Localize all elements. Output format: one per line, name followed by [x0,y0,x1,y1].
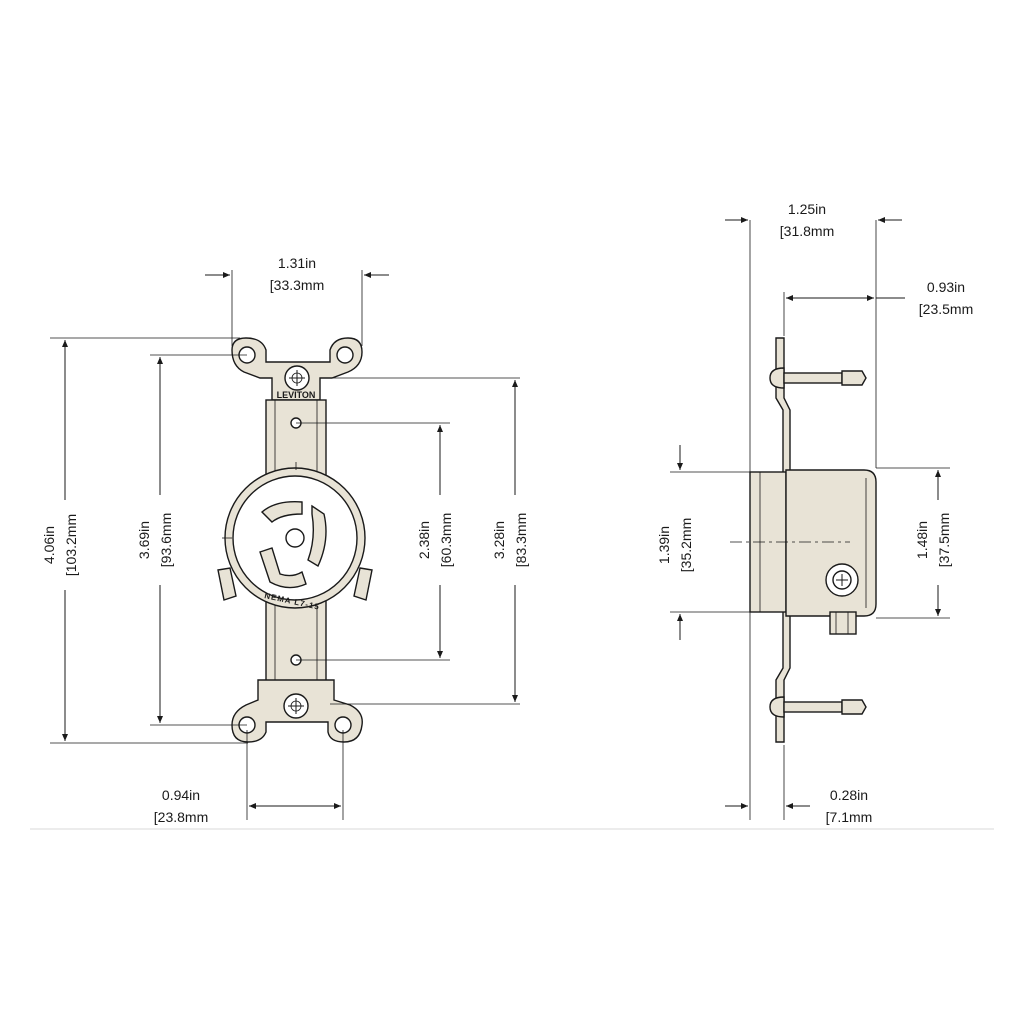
side-bottom-screw [769,696,867,718]
dim-overall-height-in: 4.06in [41,526,57,564]
dim-housing-height: 1.48in [37.5mm [914,470,952,616]
dim-body-height-mm: [83.3mm [513,513,529,567]
dim-overall-height: 4.06in [103.2mm [41,340,79,741]
dim-overall-depth-mm: [31.8mm [780,223,834,239]
dim-housing-height-mm: [37.5mm [936,513,952,567]
dim-bottom-width-in: 0.94in [162,787,200,803]
side-top-screw [769,367,867,389]
side-view: 1.25in [31.8mm 0.93in [23.5mm 1.39in [35… [656,201,973,825]
dim-bottom-width-mm: [23.8mm [154,809,208,825]
dim-bottom-width: 0.94in [23.8mm [154,787,341,825]
dim-top-width-in: 1.31in [278,255,316,271]
dim-body-height: 3.28in [83.3mm [491,380,529,702]
dim-strap-offset: 0.28in [7.1mm [725,787,872,825]
bottom-mounting-screw [283,693,309,719]
dim-top-width: 1.31in [33.3mm [205,255,389,293]
dim-inner-hole-height-in: 2.38in [416,521,432,559]
dim-strap-offset-mm: [7.1mm [826,809,873,825]
dim-strap-offset-in: 0.28in [830,787,868,803]
dim-face-height-mm: [35.2mm [678,518,694,572]
strap-profile-top [775,337,791,475]
dim-face-height-in: 1.39in [656,526,672,564]
dim-mount-hole-height-mm: [93.6mm [158,513,174,567]
dim-inner-hole-height: 2.38in [60.3mm [416,425,454,658]
strap-profile-bottom [775,609,791,743]
dim-overall-height-mm: [103.2mm [63,514,79,576]
dim-body-depth: 0.93in [23.5mm [786,279,973,317]
dim-body-height-in: 3.28in [491,521,507,559]
dim-overall-depth-in: 1.25in [788,201,826,217]
dim-body-depth-in: 0.93in [927,279,965,295]
dim-top-width-mm: [33.3mm [270,277,324,293]
dim-mount-hole-height-in: 3.69in [136,521,152,559]
side-terminal-screw [825,563,859,635]
top-mounting-screw [284,365,310,391]
brand-label: LEVITON [277,390,316,400]
slot-right [307,504,327,568]
dim-mount-hole-height: 3.69in [93.6mm [136,357,174,723]
front-view: LEVITON NEMA L7-15 [41,255,529,825]
dim-inner-hole-height-mm: [60.3mm [438,513,454,567]
dim-overall-depth: 1.25in [31.8mm [725,201,902,239]
slot-bottom [259,547,307,589]
dim-body-depth-mm: [23.5mm [919,301,973,317]
dim-housing-height-in: 1.48in [914,521,930,559]
slot-top [260,501,303,523]
dim-face-height: 1.39in [35.2mm [656,445,694,640]
side-housing [785,469,877,617]
receptacle-face: NEMA L7-15 [217,462,373,612]
